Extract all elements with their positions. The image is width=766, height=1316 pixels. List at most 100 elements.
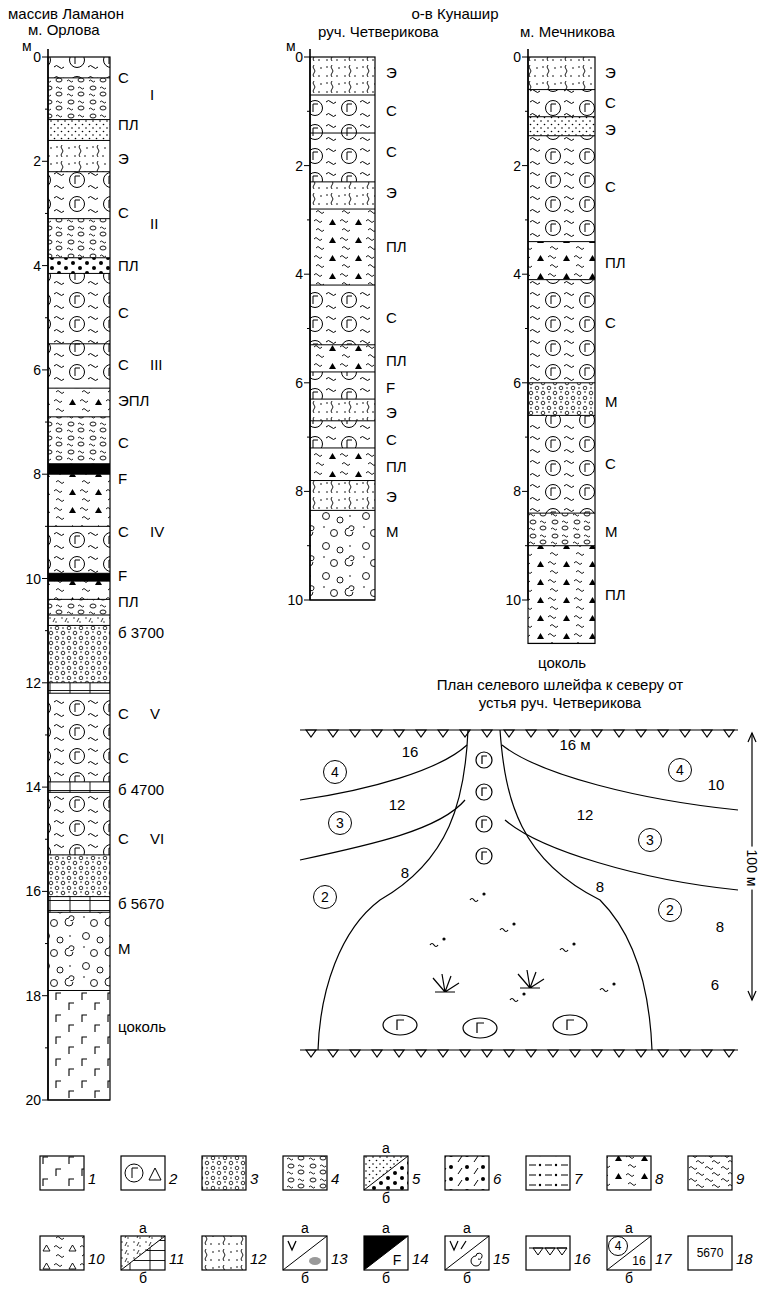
axis-tick — [522, 491, 528, 492]
illustration-group — [42, 49, 595, 1100]
label: С — [386, 144, 397, 160]
boulder — [463, 1018, 497, 1038]
label: 6 — [295, 375, 303, 391]
stratum-layer — [48, 172, 110, 219]
axis-tick — [42, 578, 48, 579]
cliff-tick — [636, 730, 646, 737]
stratum-layer — [528, 90, 595, 117]
stratum-layer — [48, 464, 110, 474]
boulder — [476, 848, 492, 864]
axis-tick — [42, 682, 48, 683]
axis-tick — [522, 165, 528, 166]
sand-dot — [443, 938, 445, 940]
label: С — [118, 435, 129, 451]
boulder — [553, 1015, 587, 1035]
legend-number: 13 — [331, 1251, 348, 1267]
label: С — [118, 831, 129, 847]
label: ПЛ — [118, 258, 139, 274]
label: F — [386, 380, 395, 396]
label: б — [625, 1270, 633, 1286]
zone-circle: 4 — [323, 760, 347, 784]
stratum-layer — [310, 209, 375, 285]
stratum-layer — [528, 546, 595, 644]
stratum-layer — [310, 182, 375, 209]
legend-box — [40, 1156, 84, 1190]
stratum-layer — [528, 117, 595, 136]
legend-fill — [607, 1156, 651, 1190]
legend-number: 4 — [331, 1171, 339, 1187]
stratum-layer — [310, 285, 375, 345]
legend-number: 15 — [493, 1251, 510, 1267]
channel-bank — [500, 730, 652, 1050]
boulder — [383, 1015, 417, 1035]
boulder — [476, 752, 492, 768]
stratum-layer — [310, 57, 375, 95]
label: IV — [150, 524, 164, 540]
shell-symbol — [309, 1257, 321, 1265]
clay-mark — [500, 929, 508, 932]
stratum-layer — [310, 372, 375, 399]
axis-tick — [525, 328, 528, 329]
label: VI — [150, 831, 164, 847]
stratum-layer — [48, 388, 110, 417]
label: м — [22, 38, 32, 54]
legend-fill — [688, 1156, 732, 1190]
zone-boundary — [300, 800, 465, 860]
label: 0 — [513, 49, 521, 65]
stratum-layer — [48, 474, 110, 526]
label: 8 — [596, 879, 604, 895]
label: I — [150, 87, 154, 103]
zone-number: 3 — [646, 833, 654, 847]
legend-box — [607, 1236, 651, 1270]
cliff-tick — [416, 730, 426, 737]
cliff-tick — [416, 1050, 426, 1057]
label: 12 — [577, 807, 594, 823]
tree-trunk — [518, 970, 544, 988]
zone-boundary — [505, 820, 738, 890]
stratum-layer — [528, 280, 595, 383]
cliff-tick — [328, 730, 338, 737]
legend-fill — [364, 1236, 408, 1270]
axis-tick — [522, 57, 528, 58]
stratum-layer — [528, 415, 595, 513]
legend-fill — [445, 1156, 489, 1190]
label: б — [463, 1270, 471, 1286]
cliff-tick — [438, 1050, 448, 1057]
stratum-layer — [48, 417, 110, 464]
label: F — [393, 1252, 402, 1268]
legend-divider — [364, 1156, 408, 1190]
zone-circle: 3 — [638, 828, 662, 852]
label: С — [118, 524, 129, 540]
label: II — [150, 216, 158, 232]
label: 6 — [711, 977, 719, 993]
sand-dot — [483, 893, 485, 895]
label: 0 — [33, 49, 41, 65]
label: М — [605, 524, 618, 540]
cliff-tick — [533, 1248, 543, 1255]
label: ПЛ — [386, 353, 407, 369]
zone-circle: 2 — [658, 898, 682, 922]
label: С — [118, 750, 129, 766]
boulder-mark — [482, 820, 487, 828]
cliff-tick — [526, 730, 536, 737]
legend-number: 8 — [655, 1171, 663, 1187]
legend-box — [202, 1236, 246, 1270]
label: С — [386, 103, 397, 119]
label: 12 — [389, 797, 406, 813]
axis-tick — [304, 57, 310, 58]
sand-dot — [613, 983, 615, 985]
legend-box — [121, 1156, 165, 1190]
axis-tick — [42, 369, 48, 370]
legend-divider — [364, 1236, 408, 1270]
zone-boundary — [502, 745, 738, 810]
axis-tick — [42, 787, 48, 788]
legend-fill — [526, 1156, 570, 1190]
axis-tick — [307, 328, 310, 329]
stratum-layer — [48, 581, 110, 599]
legend-box — [688, 1236, 732, 1270]
stratum-layer — [528, 513, 595, 546]
stratum-layer — [48, 140, 110, 171]
label: 2 — [33, 153, 41, 169]
cliff-tick — [526, 1050, 536, 1057]
